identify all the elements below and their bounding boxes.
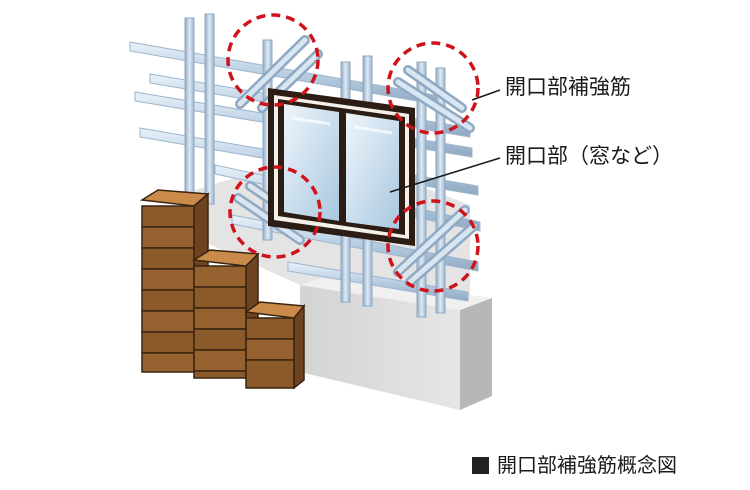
window-glass-reflection xyxy=(291,116,331,126)
vertical-rebar xyxy=(435,67,446,314)
brick xyxy=(141,289,195,312)
brick-column xyxy=(244,301,306,390)
brick-stack xyxy=(139,189,306,390)
highlight-circle-bottom-left xyxy=(228,165,322,259)
label-reinforcement: 開口部補強筋 xyxy=(505,75,631,99)
brick xyxy=(193,265,247,288)
window-glass-right xyxy=(346,113,399,229)
window-glass-reflection xyxy=(353,125,393,135)
figure-caption: 開口部補強筋概念図 xyxy=(472,455,677,475)
highlight-circle-top-left xyxy=(226,13,320,107)
window-opening xyxy=(268,88,415,246)
brick xyxy=(141,226,195,249)
brick xyxy=(141,331,195,354)
vertical-rebar xyxy=(416,61,427,318)
diagonal-reinforcement-bar xyxy=(407,223,477,285)
highlight-circle-bottom-right xyxy=(386,199,480,293)
diagonal-reinforcement-bar xyxy=(405,67,465,111)
brick xyxy=(141,310,195,333)
vertical-rebar xyxy=(204,13,215,205)
brick-side-face xyxy=(293,303,305,390)
brick xyxy=(193,370,247,379)
vertical-rebar xyxy=(184,17,195,199)
brick xyxy=(193,286,247,309)
brick xyxy=(193,328,247,351)
diagonal-reinforcement-bar xyxy=(395,79,473,131)
brick xyxy=(193,307,247,330)
diagonal-reinforcement-bar xyxy=(237,37,308,107)
brick xyxy=(245,338,295,361)
leader-lines xyxy=(389,89,501,193)
highlight-circles xyxy=(226,13,480,293)
brick xyxy=(141,205,195,228)
label-opening: 開口部（窓など） xyxy=(505,144,673,168)
diagonal-reinforcement-group xyxy=(233,35,479,287)
brick xyxy=(141,268,195,291)
concrete-base-side xyxy=(460,298,492,410)
brick xyxy=(245,317,295,340)
diagonal-reinforcement-bar xyxy=(395,207,468,275)
window-glass-left xyxy=(284,104,339,221)
leader-line-reinforcement xyxy=(471,89,501,101)
caption-square-icon xyxy=(472,457,489,474)
brick xyxy=(141,352,195,373)
highlight-circle-top-right xyxy=(386,41,480,135)
leader-line-opening xyxy=(389,157,501,193)
brick xyxy=(245,359,295,389)
caption-text: 開口部補強筋概念図 xyxy=(497,453,677,477)
brick xyxy=(193,349,247,372)
brick xyxy=(141,247,195,270)
